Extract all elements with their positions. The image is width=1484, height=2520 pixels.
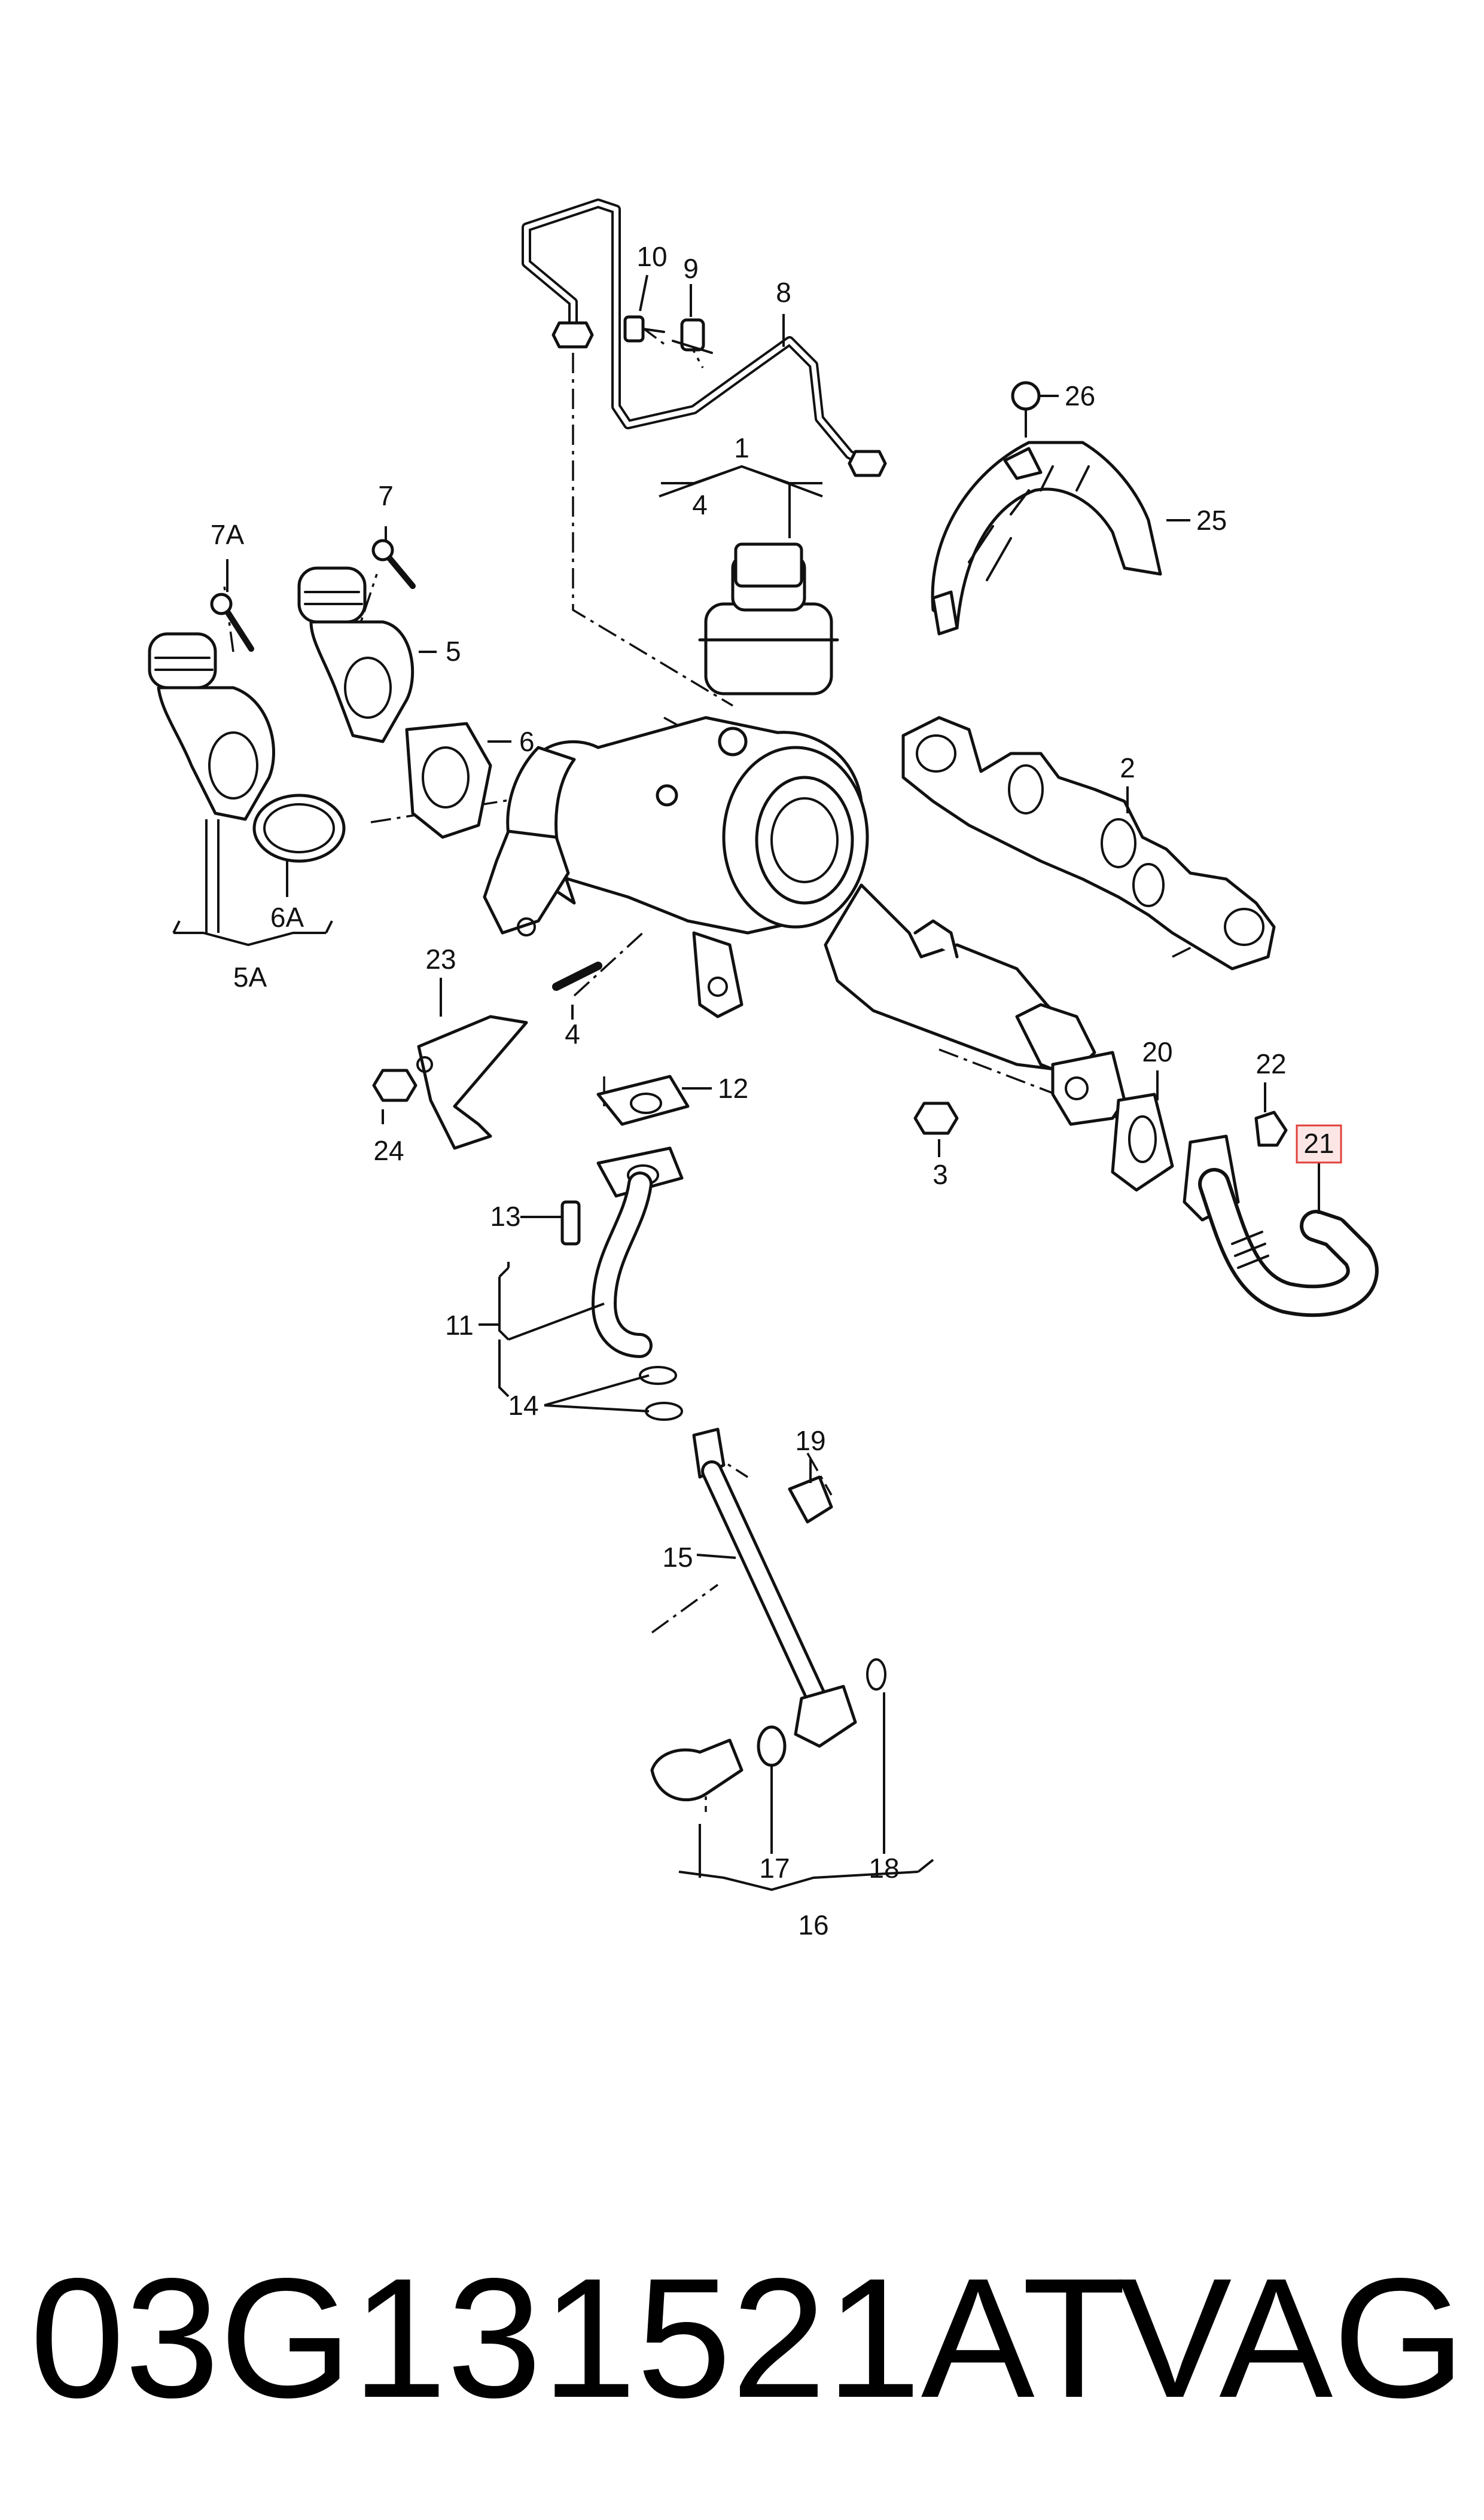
callout-17: 17 <box>759 1853 790 1884</box>
callout-6: 6 <box>519 726 535 757</box>
callout-4-upper: 4 <box>692 489 708 520</box>
part-number: 03G131521AT <box>30 2243 1126 2433</box>
callout-1: 1 <box>734 432 749 463</box>
leader-lines <box>172 274 1320 1891</box>
callout-labels: 1 2 3 4 4 5 5A 6 6A 7 7A 8 9 10 11 12 13… <box>211 241 1334 1941</box>
egr-bolts <box>210 539 416 652</box>
part-footer: 03G131521AT VAG <box>30 2249 1465 2428</box>
callout-4-lower: 4 <box>565 1018 580 1050</box>
callout-10: 10 <box>636 241 667 272</box>
egr-gaskets <box>252 722 492 863</box>
callout-8: 8 <box>776 277 791 308</box>
callout-20: 20 <box>1142 1036 1172 1067</box>
callout-22: 22 <box>1256 1048 1286 1079</box>
exhaust-manifold <box>824 883 1126 1126</box>
callout-13: 13 <box>490 1201 520 1232</box>
egr-pipe <box>1111 1093 1379 1317</box>
callout-14: 14 <box>508 1390 538 1421</box>
callout-12: 12 <box>718 1073 748 1104</box>
highlight-box-21 <box>1296 1124 1342 1164</box>
callout-5: 5 <box>446 636 461 667</box>
callout-23: 23 <box>425 944 456 975</box>
manifold-gasket <box>901 716 1276 971</box>
callout-16: 16 <box>798 1909 828 1941</box>
clamp-bolt <box>623 315 713 354</box>
heat-shield <box>931 381 1162 636</box>
callout-5A: 5A <box>233 962 267 993</box>
egr-valve-5A <box>148 632 275 821</box>
callout-11: 11 <box>445 1310 474 1341</box>
brand-name: VAG <box>1118 2243 1465 2433</box>
callout-7: 7 <box>378 480 394 511</box>
callout-9: 9 <box>683 253 699 284</box>
egr-valve-5 <box>297 566 415 743</box>
stud-and-bracket <box>372 962 959 1150</box>
callout-6A: 6A <box>270 902 304 933</box>
callout-21: 21 <box>1303 1128 1334 1159</box>
callout-19: 19 <box>795 1425 825 1456</box>
callout-7A: 7A <box>211 519 245 550</box>
callout-15: 15 <box>662 1542 693 1573</box>
callout-3: 3 <box>933 1159 948 1190</box>
oil-feed-line <box>522 199 887 477</box>
callout-25: 25 <box>1196 505 1227 536</box>
callout-26: 26 <box>1065 380 1095 411</box>
callout-2: 2 <box>1120 752 1135 783</box>
oil-supply-pipe <box>650 1427 886 1802</box>
callout-18: 18 <box>869 1853 899 1884</box>
oil-return-pipe <box>560 1075 690 1421</box>
callout-24: 24 <box>373 1135 404 1166</box>
turbocharger <box>483 542 869 1018</box>
